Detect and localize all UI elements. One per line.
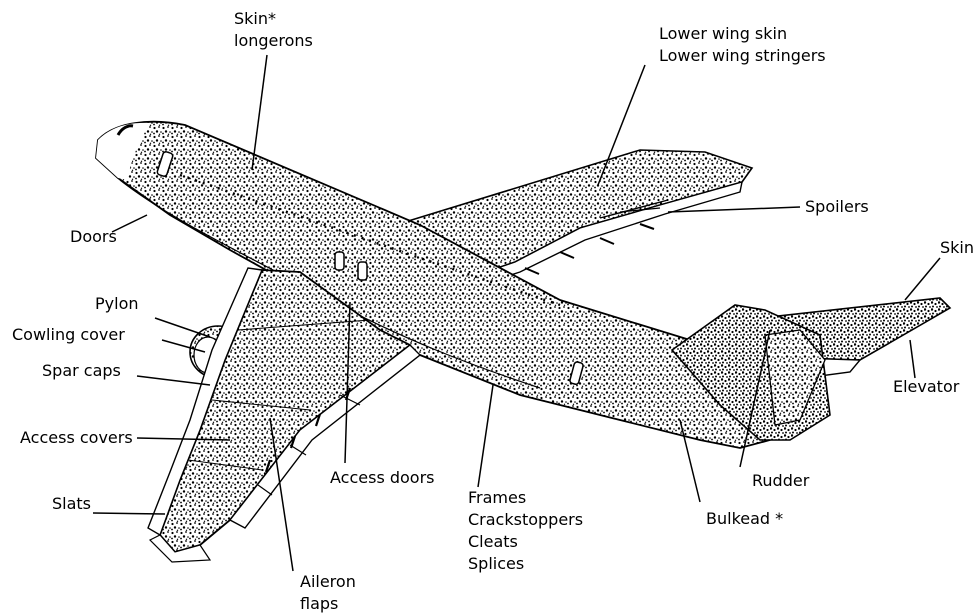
label-elevator: Elevator	[893, 376, 959, 398]
label-access-covers: Access covers	[20, 427, 133, 449]
label-lower-wing: Lower wing skin Lower wing stringers	[659, 23, 826, 67]
label-spar-caps: Spar caps	[42, 360, 121, 382]
label-aileron-flaps: Aileron flaps	[300, 571, 356, 615]
skin-longerons-line-2: longerons	[234, 30, 313, 52]
label-frames-group: Frames Crackstoppers Cleats Splices	[468, 487, 583, 575]
label-cowling-cover: Cowling cover	[12, 324, 125, 346]
frames-group-line-4: Splices	[468, 553, 583, 575]
lower-wing-line-2: Lower wing stringers	[659, 45, 826, 67]
skin-longerons-line-1: Skin*	[234, 8, 313, 30]
label-skin-tail: Skin	[940, 237, 974, 259]
lower-wing-line-1: Lower wing skin	[659, 23, 826, 45]
label-slats: Slats	[52, 493, 91, 515]
label-bulkhead: Bulkead *	[706, 508, 783, 530]
frames-group-line-1: Frames	[468, 487, 583, 509]
label-spoilers: Spoilers	[805, 196, 869, 218]
label-pylon: Pylon	[95, 293, 139, 315]
aileron-flaps-line-2: flaps	[300, 593, 356, 615]
aileron-flaps-line-1: Aileron	[300, 571, 356, 593]
label-doors: Doors	[70, 226, 117, 248]
frames-group-line-3: Cleats	[468, 531, 583, 553]
label-rudder: Rudder	[752, 470, 809, 492]
label-access-doors: Access doors	[330, 467, 435, 489]
frames-group-line-2: Crackstoppers	[468, 509, 583, 531]
label-skin-longerons: Skin* longerons	[234, 8, 313, 52]
